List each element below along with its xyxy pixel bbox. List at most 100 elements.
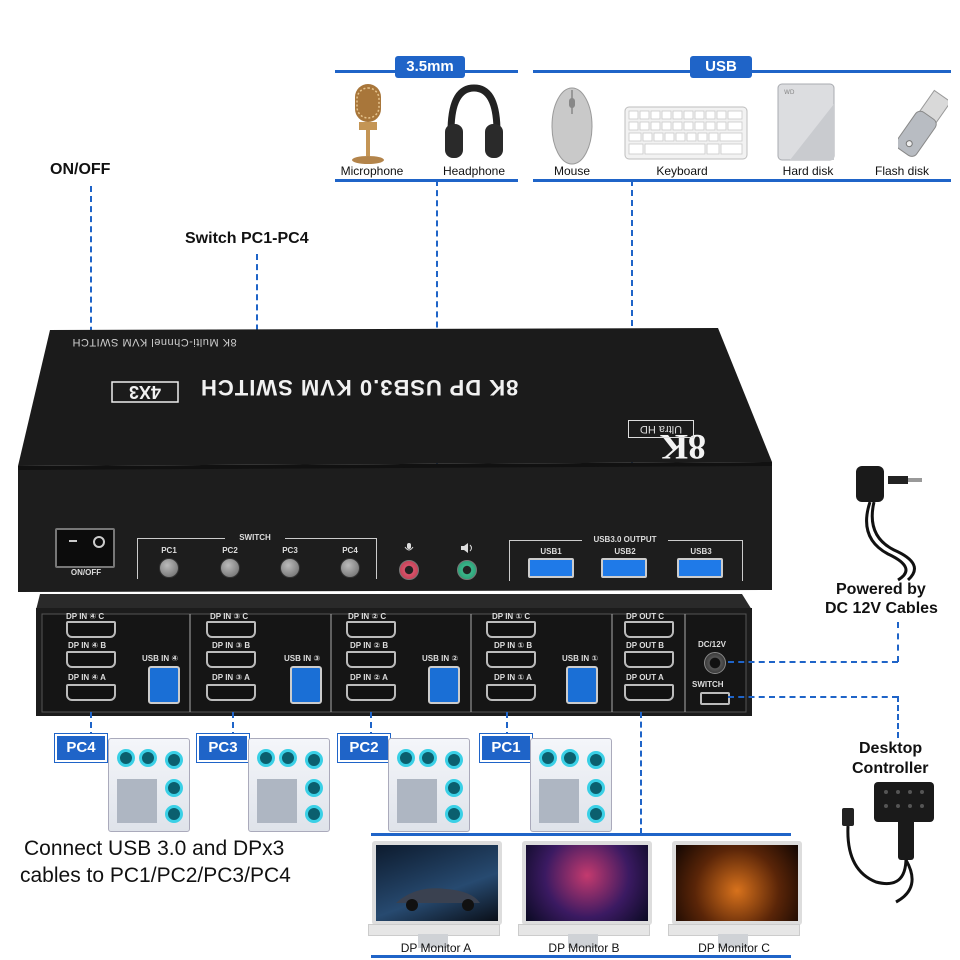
keyboard-icon — [624, 106, 748, 160]
switch-group-label: SWITCH — [225, 533, 285, 542]
power-switch-label: ON/OFF — [70, 568, 102, 577]
peripheral-label-flash-disk: Flash disk — [874, 164, 930, 178]
dp-out-b-label: DP OUT B — [626, 641, 665, 650]
hard-disk-icon: WD — [777, 83, 835, 161]
pc3-usb-port[interactable] — [290, 666, 322, 704]
desktop-controller-icon — [842, 782, 934, 904]
usb3-port[interactable] — [677, 558, 723, 578]
usb1-port[interactable] — [528, 558, 574, 578]
dp-out-c-label: DP OUT C — [626, 612, 665, 621]
connect-instructions-line2: cables to PC1/PC2/PC3/PC4 — [20, 864, 291, 887]
pc1-dp-a-label: DP IN ① A — [494, 673, 532, 682]
microphone-icon — [352, 84, 384, 164]
pc2-dp-a-port[interactable] — [346, 684, 396, 701]
powered-callout-line1: Powered by — [836, 581, 926, 598]
pc2-dp-b-port[interactable] — [346, 651, 396, 668]
pc3-button-label: PC3 — [282, 546, 298, 555]
monitor-top-line — [371, 833, 791, 836]
pc2-dp-a-label: DP IN ② A — [350, 673, 388, 682]
audio-section-tag: 3.5mm — [395, 56, 465, 78]
pc1-button[interactable] — [159, 558, 179, 578]
monitor-c-screen — [672, 841, 802, 925]
usb1-label: USB1 — [540, 547, 562, 556]
pc4-usb-label: USB IN ④ — [142, 654, 179, 663]
mic-jack-icon — [404, 543, 414, 551]
switch-connector-h — [728, 696, 898, 698]
pc4-usb-port[interactable] — [148, 666, 180, 704]
peripheral-label-microphone: Microphone — [340, 164, 404, 178]
desktop-callout-line2: Controller — [852, 760, 929, 777]
headphone-jack[interactable] — [457, 560, 477, 580]
pc2-button-label: PC2 — [222, 546, 238, 555]
usb-section-tag: USB — [690, 56, 752, 78]
dp-out-a-port[interactable] — [624, 684, 674, 701]
pc1-tower — [530, 738, 612, 832]
pc3-dp-a-port[interactable] — [206, 684, 256, 701]
switch-controller-port[interactable] — [700, 692, 730, 705]
usb-footer-line — [533, 179, 951, 182]
dp-out-b-port[interactable] — [624, 651, 674, 668]
pc3-tower — [248, 738, 330, 832]
power-adapter-icon — [856, 466, 922, 582]
pc3-dp-c-port[interactable] — [206, 621, 256, 638]
peripheral-label-mouse: Mouse — [553, 164, 591, 178]
peripheral-label-headphone: Headphone — [442, 164, 506, 178]
pc4-dp-b-port[interactable] — [66, 651, 116, 668]
pc2-dp-c-port[interactable] — [346, 621, 396, 638]
pc4-dp-c-label: DP IN ④ C — [66, 612, 105, 621]
pc3-tag: PC3 — [197, 734, 249, 762]
monitor-a-screen — [372, 841, 502, 925]
monitor-b-screen — [522, 841, 652, 925]
pc4-tower — [108, 738, 190, 832]
usb3-label: USB3 — [690, 547, 712, 556]
pc2-tower — [388, 738, 470, 832]
pc4-tag: PC4 — [55, 734, 107, 762]
switch-connector-v — [897, 696, 899, 738]
pc1-dp-c-port[interactable] — [486, 621, 536, 638]
monitor-a-stand — [418, 934, 448, 948]
pc1-usb-port[interactable] — [566, 666, 598, 704]
pc4-button[interactable] — [340, 558, 360, 578]
usb-output-label: USB3.0 OUTPUT — [582, 535, 668, 544]
monitor-connector — [640, 712, 642, 834]
pc4-dp-a-label: DP IN ④ A — [68, 673, 106, 682]
pc3-dp-b-label: DP IN ③ B — [212, 641, 251, 650]
pc1-dp-c-label: DP IN ① C — [492, 612, 531, 621]
pc1-dp-a-port[interactable] — [486, 684, 536, 701]
pc4-dp-b-label: DP IN ④ B — [68, 641, 107, 650]
mic-jack[interactable] — [399, 560, 419, 580]
pc4-dp-c-port[interactable] — [66, 621, 116, 638]
pc4-connector — [90, 712, 92, 748]
peripheral-label-keyboard: Keyboard — [656, 164, 708, 178]
pc3-button[interactable] — [280, 558, 300, 578]
dc-connector-h — [728, 661, 898, 663]
switch-port-label: SWITCH — [692, 680, 724, 689]
power-switch[interactable] — [55, 528, 115, 568]
monitor-c-stand — [718, 934, 748, 948]
switch-pc-callout: Switch PC1-PC4 — [185, 230, 309, 247]
pc2-usb-port[interactable] — [428, 666, 460, 704]
usb2-port[interactable] — [601, 558, 647, 578]
headphone-icon — [445, 84, 503, 158]
dp-out-a-label: DP OUT A — [626, 673, 664, 682]
pc2-dp-b-label: DP IN ② B — [350, 641, 389, 650]
monitor-bottom-line — [371, 955, 791, 958]
on-off-callout: ON/OFF — [50, 161, 111, 178]
pc1-tag: PC1 — [480, 734, 532, 762]
desktop-callout-line1: Desktop — [859, 740, 923, 757]
pc4-dp-a-port[interactable] — [66, 684, 116, 701]
pc1-dp-b-port[interactable] — [486, 651, 536, 668]
pc2-button[interactable] — [220, 558, 240, 578]
pc3-dp-b-port[interactable] — [206, 651, 256, 668]
svg-text:WD: WD — [784, 89, 795, 96]
dp-out-c-port[interactable] — [624, 621, 674, 638]
speaker-jack-icon — [461, 543, 472, 553]
dc-input-label: DC/12V — [698, 640, 727, 649]
pc2-usb-label: USB IN ② — [422, 654, 459, 663]
peripheral-label-hard-disk: Hard disk — [782, 164, 834, 178]
pc2-tag: PC2 — [338, 734, 390, 762]
dc-input-port[interactable] — [704, 652, 726, 674]
pc1-dp-b-label: DP IN ① B — [494, 641, 533, 650]
monitor-c-label: DP Monitor C — [698, 941, 770, 955]
pc1-usb-label: USB IN ① — [562, 654, 599, 663]
